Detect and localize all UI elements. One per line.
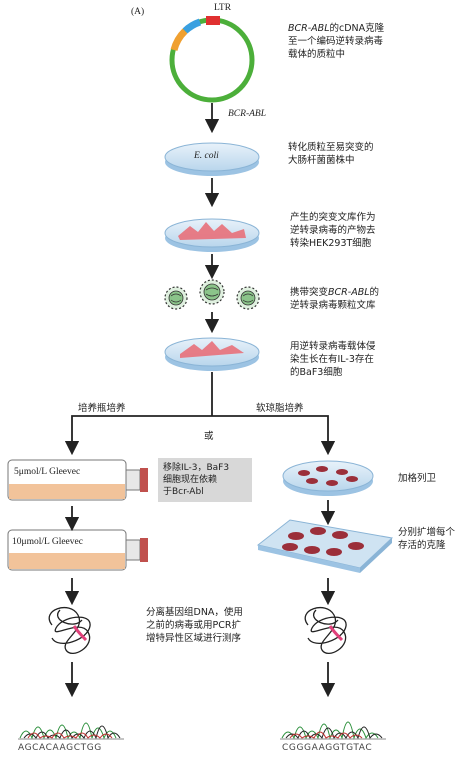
dna-line1: 分离基因组DNA，使用 <box>146 607 243 618</box>
dna-line2: 之前的病毒或用PCR扩 <box>146 620 241 631</box>
plate-label: 加格列卫 <box>398 473 437 484</box>
chromatogram-right <box>280 721 386 740</box>
step4-italic: BCR-ABL <box>328 287 370 298</box>
step2-line2: 大肠杆菌菌株中 <box>288 155 355 166</box>
soft-agar-plate <box>282 460 374 496</box>
step3-line2: 逆转录病毒的产物去 <box>290 225 376 236</box>
dna-icon-left <box>48 606 91 655</box>
step3-line3: 转染HEK293T细胞 <box>290 238 372 249</box>
expand-line1: 分别扩增每个 <box>398 527 456 538</box>
step2-text: 转化质粒至易突变的 大肠杆菌菌株中 <box>288 141 374 167</box>
branch-left-label: 培养瓶培养 <box>78 403 126 414</box>
mutant-library-dish <box>164 218 260 252</box>
panel-label: (A) <box>131 7 145 17</box>
ltr-label: LTR <box>214 3 232 13</box>
chromatogram-left <box>18 722 124 740</box>
ecoli-label: E. coli <box>194 151 219 161</box>
step5-line3: 的BaF3细胞 <box>290 367 343 378</box>
dna-text: 分离基因组DNA，使用 之前的病毒或用PCR扩 增特异性区域进行测序 <box>146 606 243 645</box>
note-line3: 于Bcr-Abl <box>163 487 204 497</box>
note-line2: 细胞现在依赖 <box>163 475 218 485</box>
ltr-marker <box>206 16 220 25</box>
expansion-tray <box>256 519 394 573</box>
step5-line1: 用逆转录病毒载体侵 <box>290 341 376 352</box>
step4-suffix: 的 <box>369 287 380 298</box>
step1-line2: 至一个编码逆转录病毒 <box>288 36 384 47</box>
expand-line2: 存活的克隆 <box>398 540 446 551</box>
step5-line2: 染生长在有IL-3存在 <box>290 354 374 365</box>
step2-line1: 转化质粒至易突变的 <box>288 142 374 153</box>
flask2-label: 10μmol/L Gleevec <box>12 537 83 547</box>
plasmid-icon <box>169 16 255 103</box>
step4-prefix: 携带突变 <box>290 287 329 298</box>
virus-particles <box>164 279 260 310</box>
plasmid-label: BCR-ABL <box>228 109 266 119</box>
step1-italic: BCR-ABL <box>288 23 330 34</box>
step4-line2: 逆转录病毒颗粒文库 <box>290 300 376 311</box>
step3-line1: 产生的突变文库作为 <box>290 212 376 223</box>
branch-right-label: 软琼脂培养 <box>256 403 304 414</box>
flask-10um <box>7 529 148 571</box>
ecoli-dish <box>164 142 260 176</box>
dna-icon-right <box>304 606 347 655</box>
flask1-label: 5μmol/L Gleevec <box>14 467 81 477</box>
branch-or-label: 或 <box>204 431 214 442</box>
sequence-left: AGCACAAGCTGG <box>18 743 102 753</box>
il3-note-box: 移除IL-3，BaF3 细胞现在依赖 于Bcr-Abl <box>158 458 252 502</box>
step4-text: 携带突变BCR-ABL的 逆转录病毒颗粒文库 <box>290 286 379 312</box>
step1-line3: 载体的质粒中 <box>288 49 346 60</box>
main-arrows <box>64 103 336 456</box>
sequence-right: CGGGAAGGTGTAC <box>282 743 373 753</box>
step1-text: BCR-ABL的cDNA克隆 至一个编码逆转录病毒 载体的质粒中 <box>288 22 384 61</box>
step1-rest: 的cDNA克隆 <box>329 23 385 34</box>
column-arrows <box>64 500 336 698</box>
step3-text: 产生的突变文库作为 逆转录病毒的产物去 转染HEK293T细胞 <box>290 211 376 250</box>
note-line1: 移除IL-3，BaF3 <box>163 463 230 473</box>
dna-line3: 增特异性区域进行测序 <box>146 633 242 644</box>
baf3-dish <box>164 337 260 371</box>
expand-text: 分别扩增每个 存活的克隆 <box>398 526 455 552</box>
step5-text: 用逆转录病毒载体侵 染生长在有IL-3存在 的BaF3细胞 <box>290 340 376 379</box>
flask-5um <box>7 459 148 501</box>
